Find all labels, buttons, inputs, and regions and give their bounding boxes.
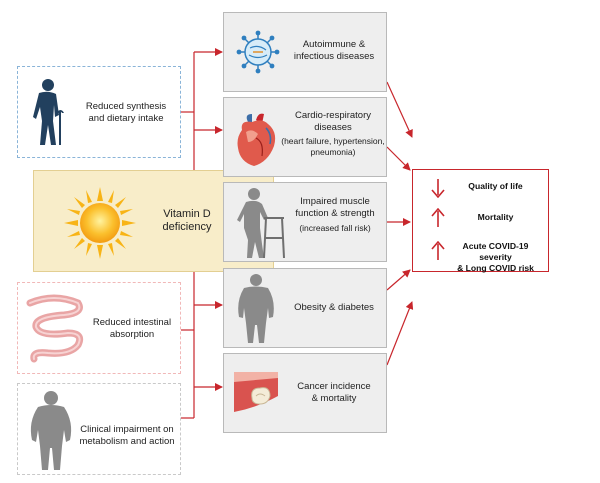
muscle-box: Impaired muscle function & strength (inc…	[223, 182, 387, 262]
arrow-down-icon	[431, 179, 445, 198]
outcome-quality-of-life: Quality of life	[413, 177, 548, 207]
obesity-label: Obesity & diabetes	[294, 302, 374, 313]
arrow-up-icon	[431, 241, 445, 260]
obesity-box: Obesity & diabetes	[223, 268, 387, 348]
elderly-person-icon	[33, 79, 64, 145]
outcome-label: Acute COVID-19 severity & Long COVID ris…	[457, 241, 534, 273]
synthesis-box: Reduced synthesis and dietary intake	[17, 66, 181, 158]
intestinal-label: Reduced intestinal absorption	[92, 317, 172, 340]
tumor-icon	[234, 372, 278, 412]
arrow-cardio-outcome	[386, 146, 411, 171]
cardio-sublabel: (heart failure, hypertension, pneumonia)	[281, 136, 385, 157]
cardio-label: Cardio-respiratory diseases	[294, 110, 372, 133]
impairment-label: Clinical impairment on metabolism and ac…	[79, 424, 175, 447]
outcomes-box: Quality of life Mortality Acute COVID-19…	[412, 169, 549, 273]
arrow-obesity-outcome	[386, 269, 411, 291]
intestinal-box: Reduced intestinal absorption	[17, 282, 181, 374]
outcome-covid: Acute COVID-19 severity & Long COVID ris…	[413, 237, 548, 273]
cardio-box: Cardio-respiratory diseases (heart failu…	[223, 97, 387, 177]
autoimmune-box: Autoimmune & infectious diseases	[223, 12, 387, 92]
sun-icon	[64, 187, 136, 259]
obese-figure-icon	[30, 391, 72, 470]
virus-icon	[236, 30, 280, 74]
cancer-box: Cancer incidence & mortality	[223, 353, 387, 433]
outcome-label: Quality of life	[468, 181, 523, 191]
walker-person-icon	[237, 188, 285, 259]
muscle-label: Impaired muscle function & strength	[295, 196, 375, 219]
synthesis-label: Reduced synthesis and dietary intake	[85, 101, 167, 124]
outcome-label: Mortality	[477, 212, 514, 222]
obese-person-icon	[238, 274, 274, 343]
arrow-autoimmune-outcome	[386, 81, 413, 138]
arrow-up-icon	[431, 208, 445, 227]
muscle-sublabel: (increased fall risk)	[299, 223, 371, 233]
outcome-mortality: Mortality	[413, 206, 548, 236]
vitamin-d-label: Vitamin D deficiency	[162, 208, 212, 233]
impairment-box: Clinical impairment on metabolism and ac…	[17, 383, 181, 475]
heart-icon	[237, 113, 276, 166]
intestine-icon	[26, 294, 84, 363]
autoimmune-label: Autoimmune & infectious diseases	[293, 39, 375, 62]
cancer-label: Cancer incidence & mortality	[297, 381, 371, 404]
arrow-cancer-outcome	[386, 301, 414, 366]
